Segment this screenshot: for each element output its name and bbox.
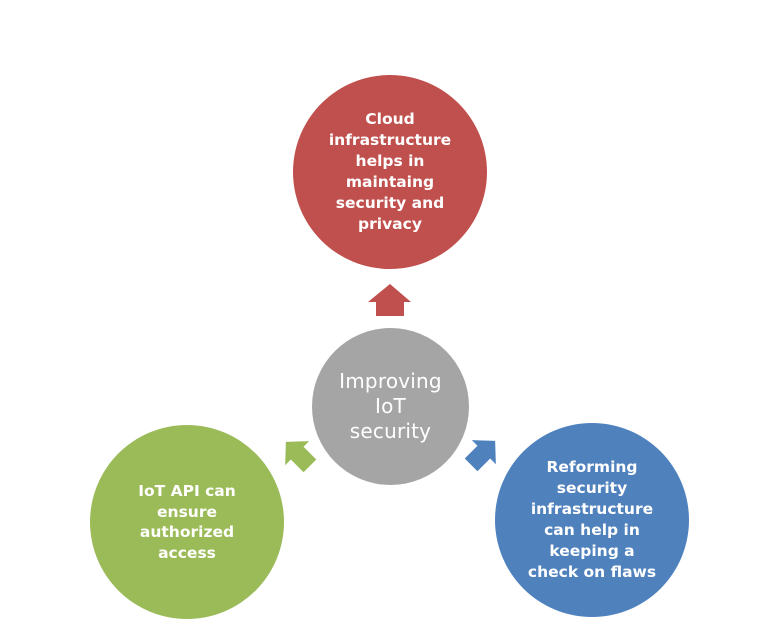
arrow-up-icon (368, 284, 411, 316)
arrow-down-left-icon (285, 441, 317, 473)
arrow-down-right-icon (464, 440, 496, 472)
